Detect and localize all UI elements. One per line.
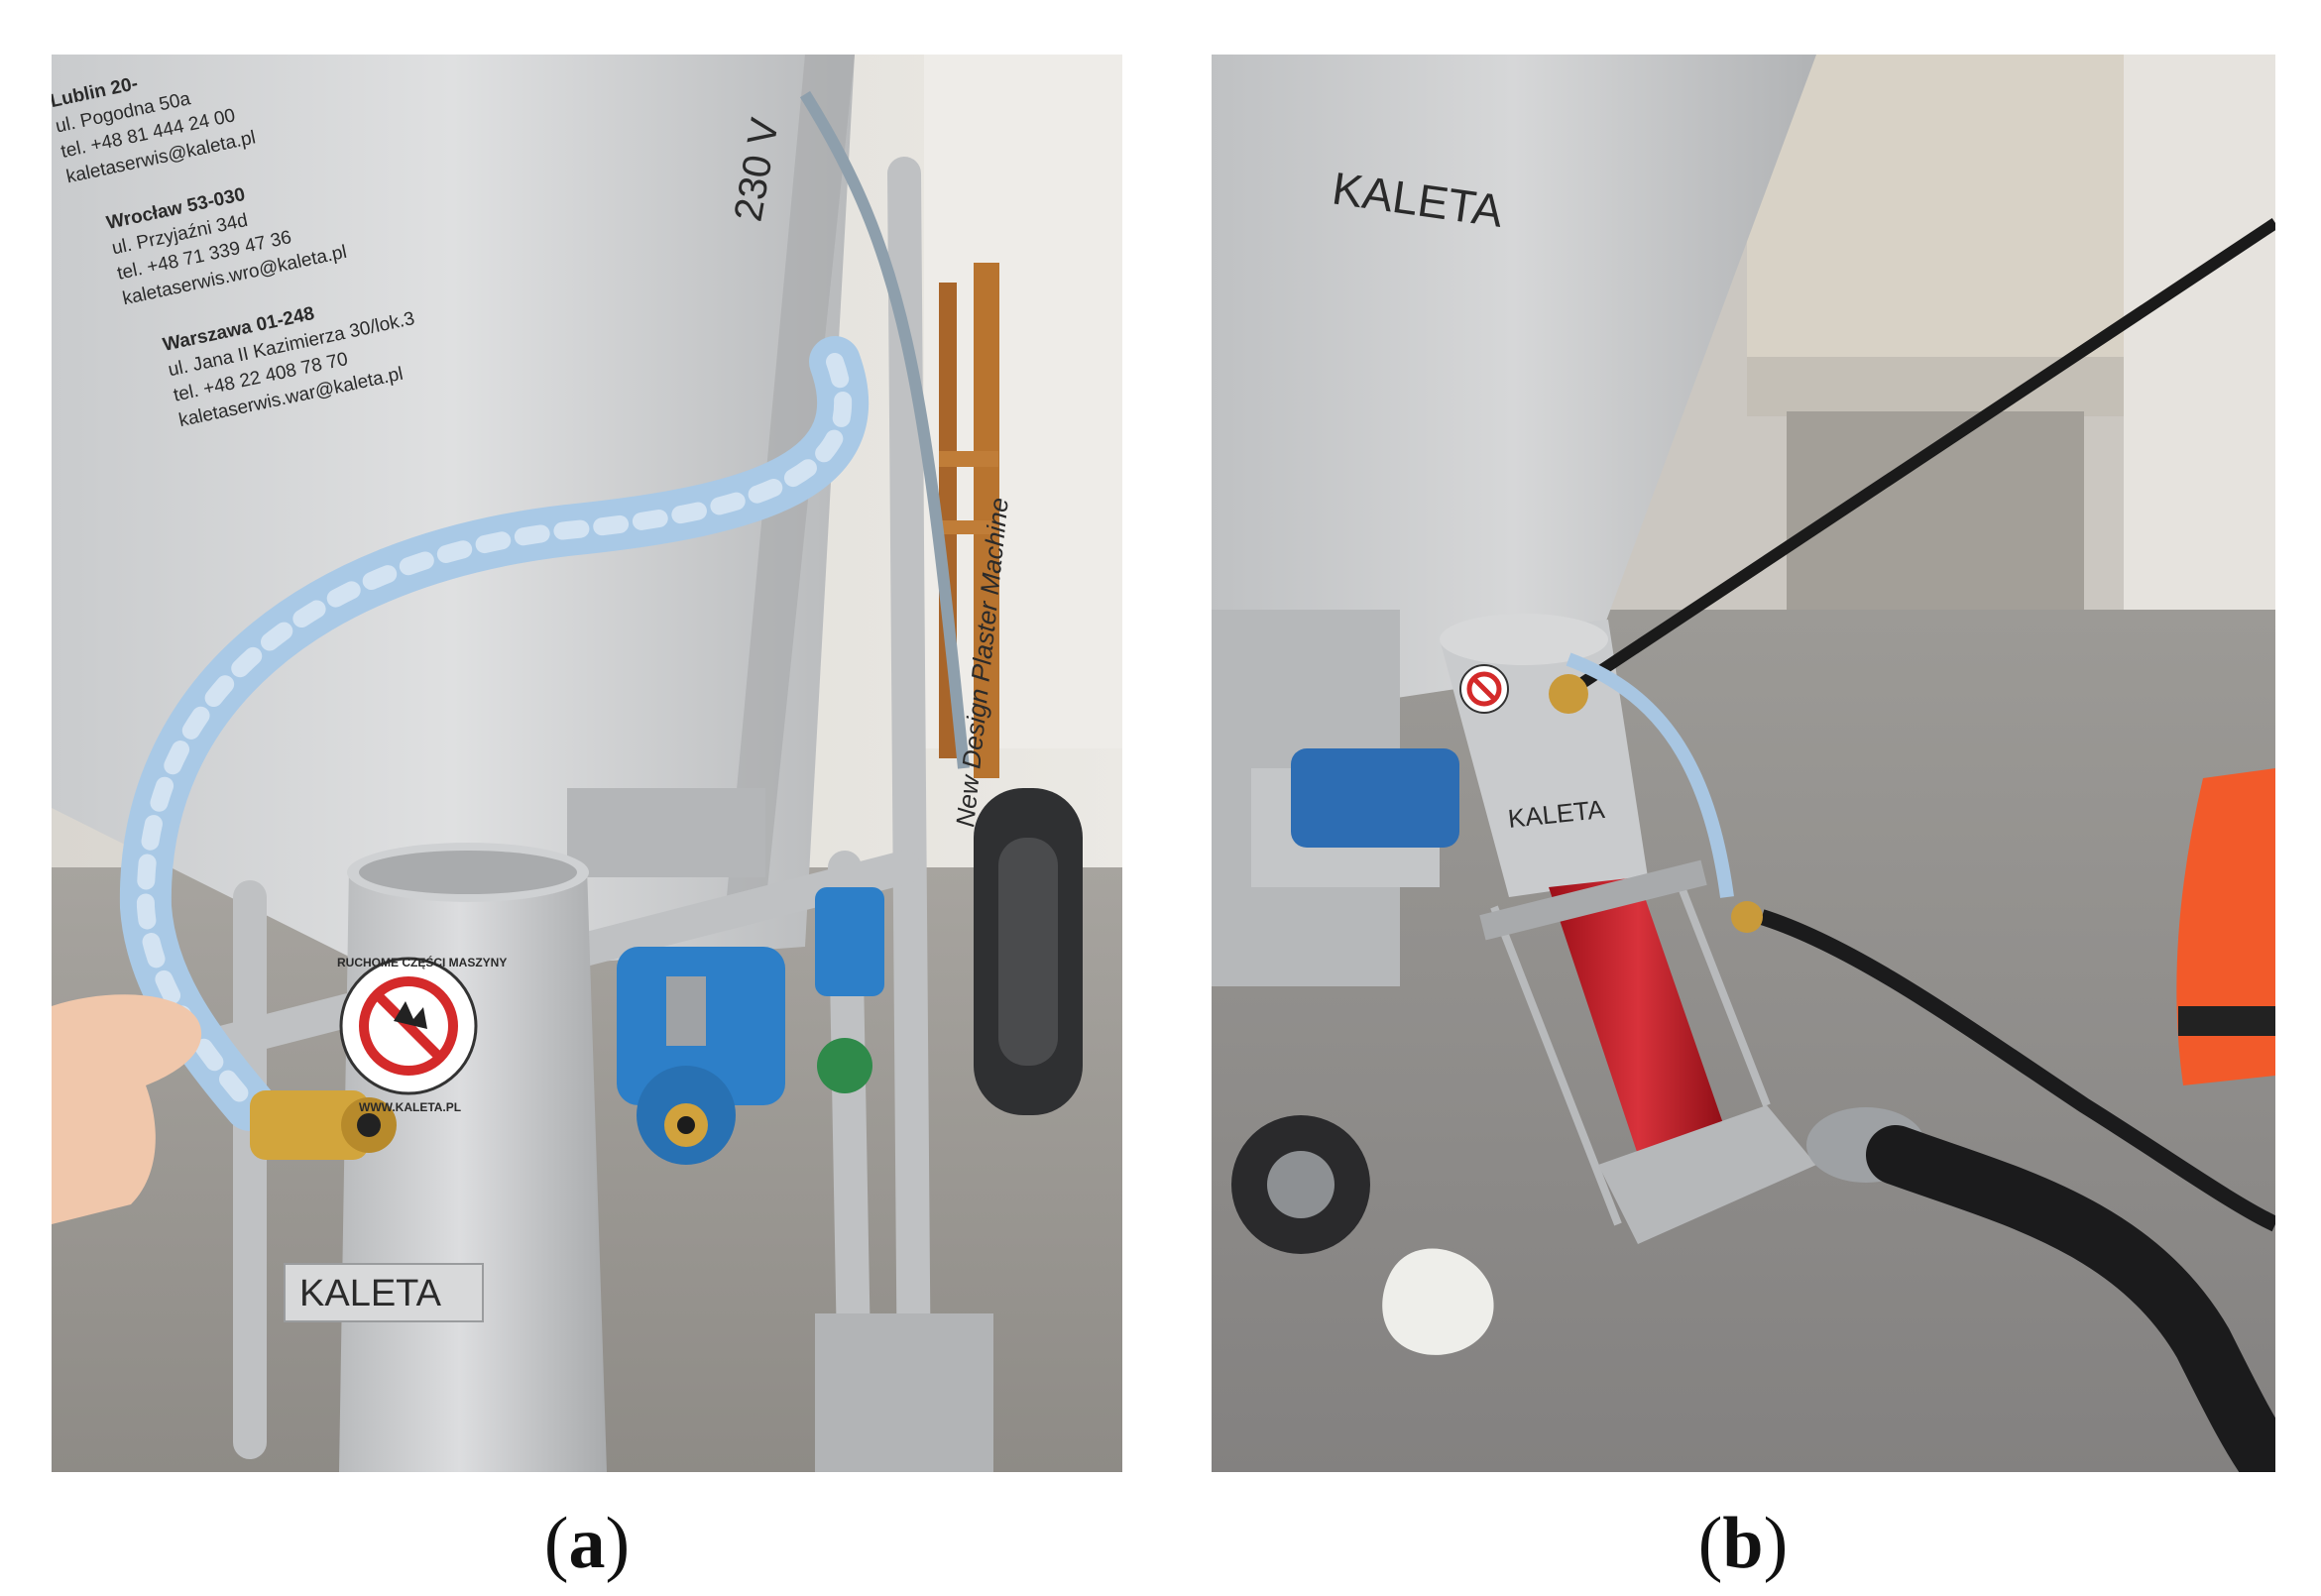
hand [52,994,202,1224]
sticker-text: RUCHOME CZĘŚCI MASZYNY [337,955,507,969]
caption-a-open: ( [543,1503,569,1584]
wheel [974,788,1083,1115]
air-lance [1569,218,2275,694]
brand-plate-text: KALETA [299,1273,442,1314]
photo-panel-b: KALETA KALETA [1212,55,2275,1472]
blue-water-pump [617,947,785,1165]
brass-coupling [250,1090,397,1160]
caption-b-letter: b [1722,1503,1764,1584]
material-hose [1866,1125,2275,1472]
warning-sticker-small [1459,664,1509,714]
photo-a-illustration: Lublin 20- ul. Pogodna 50a tel. +48 81 4… [52,55,1122,1472]
caption-b: (b) [1594,1502,1892,1586]
warning-sticker [339,957,478,1095]
castor-wheel [1231,1115,1370,1254]
caption-a: (a) [438,1502,736,1586]
mixing-tube [339,843,607,1472]
sticker-url: WWW.KALETA.PL [359,1100,461,1114]
caption-b-close: ) [1763,1503,1789,1584]
caption-b-open: ( [1697,1503,1723,1584]
orange-container [2176,768,2275,1085]
red-stator-tube [1549,877,1727,1155]
caption-a-letter: a [568,1503,606,1584]
photo-panel-a: Lublin 20- ul. Pogodna 50a tel. +48 81 4… [52,55,1122,1472]
caption-a-close: ) [605,1503,631,1584]
photo-b-illustration: KALETA KALETA [1212,55,2275,1472]
